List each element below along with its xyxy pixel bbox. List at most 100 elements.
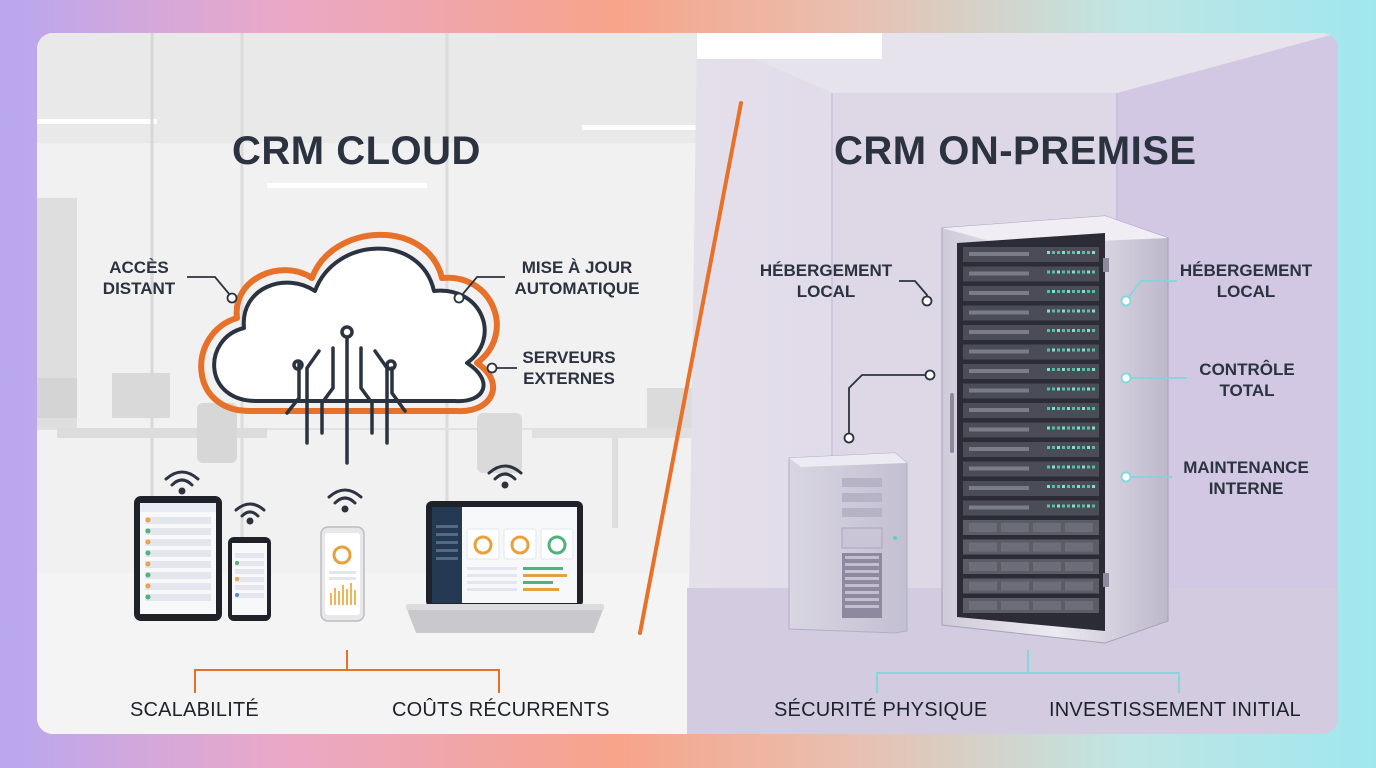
drive-slot — [969, 330, 1029, 334]
status-led — [1057, 446, 1060, 449]
vent-grille — [969, 601, 997, 610]
status-led — [1052, 270, 1055, 274]
vent-grille — [1033, 601, 1061, 610]
drive-slot — [969, 447, 1029, 451]
phone-icon — [228, 537, 271, 621]
status-led — [1092, 348, 1095, 352]
status-led — [1092, 485, 1095, 488]
status-led — [1087, 329, 1090, 332]
status-led — [1057, 329, 1060, 332]
label-recurring-costs: COÛTS RÉCURRENTS — [392, 699, 610, 721]
vent-grille — [1001, 562, 1029, 571]
status-led — [1072, 368, 1075, 371]
drive-slot — [969, 505, 1029, 510]
phone-icon — [320, 526, 365, 622]
status-led — [1057, 290, 1060, 293]
status-led — [1092, 329, 1095, 332]
cloud-bottom-bracket — [194, 650, 500, 693]
status-led — [1072, 426, 1075, 430]
status-led — [1067, 387, 1070, 391]
status-led — [1067, 368, 1070, 371]
status-led — [1047, 387, 1050, 391]
status-led — [1047, 329, 1050, 332]
status-led — [1052, 368, 1055, 371]
status-led — [1087, 270, 1090, 274]
status-led — [1087, 251, 1090, 254]
status-led — [1087, 504, 1090, 508]
status-led — [1082, 309, 1085, 313]
status-led — [1057, 504, 1060, 508]
status-led — [1057, 407, 1060, 410]
status-led — [1077, 290, 1080, 293]
status-led — [1072, 270, 1075, 274]
status-led — [1087, 446, 1090, 449]
drive-slot — [969, 486, 1029, 490]
status-led — [1072, 387, 1075, 391]
status-led — [1082, 348, 1085, 352]
status-led — [1082, 290, 1085, 293]
cloud-circuit-icon — [198, 231, 500, 465]
status-led — [1067, 348, 1070, 352]
status-led — [1077, 426, 1080, 430]
status-led — [1047, 485, 1050, 488]
status-led — [1092, 465, 1095, 469]
cloud-leader-lines — [187, 276, 517, 374]
status-led — [1052, 251, 1055, 254]
status-led — [1087, 290, 1090, 293]
status-led — [1052, 387, 1055, 391]
status-led — [1067, 407, 1070, 410]
status-led — [1067, 426, 1070, 430]
status-led — [1057, 348, 1060, 352]
status-led — [1072, 329, 1075, 332]
rack-unit — [963, 461, 1099, 477]
vent-grille — [1033, 562, 1061, 571]
divider-line — [638, 101, 743, 635]
status-led — [1057, 465, 1060, 469]
status-led — [1077, 446, 1080, 449]
vent-grille — [1033, 581, 1061, 591]
drive-slot — [969, 408, 1029, 412]
vent-grille — [1001, 542, 1029, 552]
status-led — [1077, 309, 1080, 313]
rack-unit — [963, 247, 1099, 262]
status-led — [1092, 251, 1095, 254]
status-led — [1082, 368, 1085, 371]
status-led — [1062, 426, 1065, 430]
status-led — [1087, 465, 1090, 469]
wifi-icon — [164, 464, 523, 525]
status-led — [1082, 446, 1085, 449]
rack-unit — [963, 364, 1099, 379]
status-led — [1047, 407, 1050, 410]
vent-grille — [1001, 601, 1029, 610]
status-led — [1057, 387, 1060, 391]
status-led — [1067, 251, 1070, 254]
status-led — [1057, 368, 1060, 371]
status-led — [1082, 465, 1085, 469]
status-led — [1082, 504, 1085, 508]
drive-slot — [969, 427, 1029, 432]
status-led — [1067, 504, 1070, 508]
drive-slot — [969, 388, 1029, 393]
status-led — [1052, 290, 1055, 293]
status-led — [1047, 290, 1050, 293]
status-led — [1082, 270, 1085, 274]
vent-grille — [1065, 581, 1093, 591]
status-led — [1082, 426, 1085, 430]
status-led — [1087, 485, 1090, 488]
status-led — [1077, 348, 1080, 352]
status-led — [1092, 446, 1095, 449]
status-led — [1062, 368, 1065, 371]
onpremise-leader-lines — [843, 280, 936, 444]
status-led — [1092, 407, 1095, 410]
status-led — [1072, 251, 1075, 254]
status-led — [1072, 407, 1075, 410]
rack-unit — [963, 266, 1099, 282]
status-led — [1077, 329, 1080, 332]
status-led — [1052, 348, 1055, 352]
laptop-icon — [406, 501, 604, 633]
vent-grille — [1065, 523, 1093, 532]
status-led — [1047, 504, 1050, 508]
